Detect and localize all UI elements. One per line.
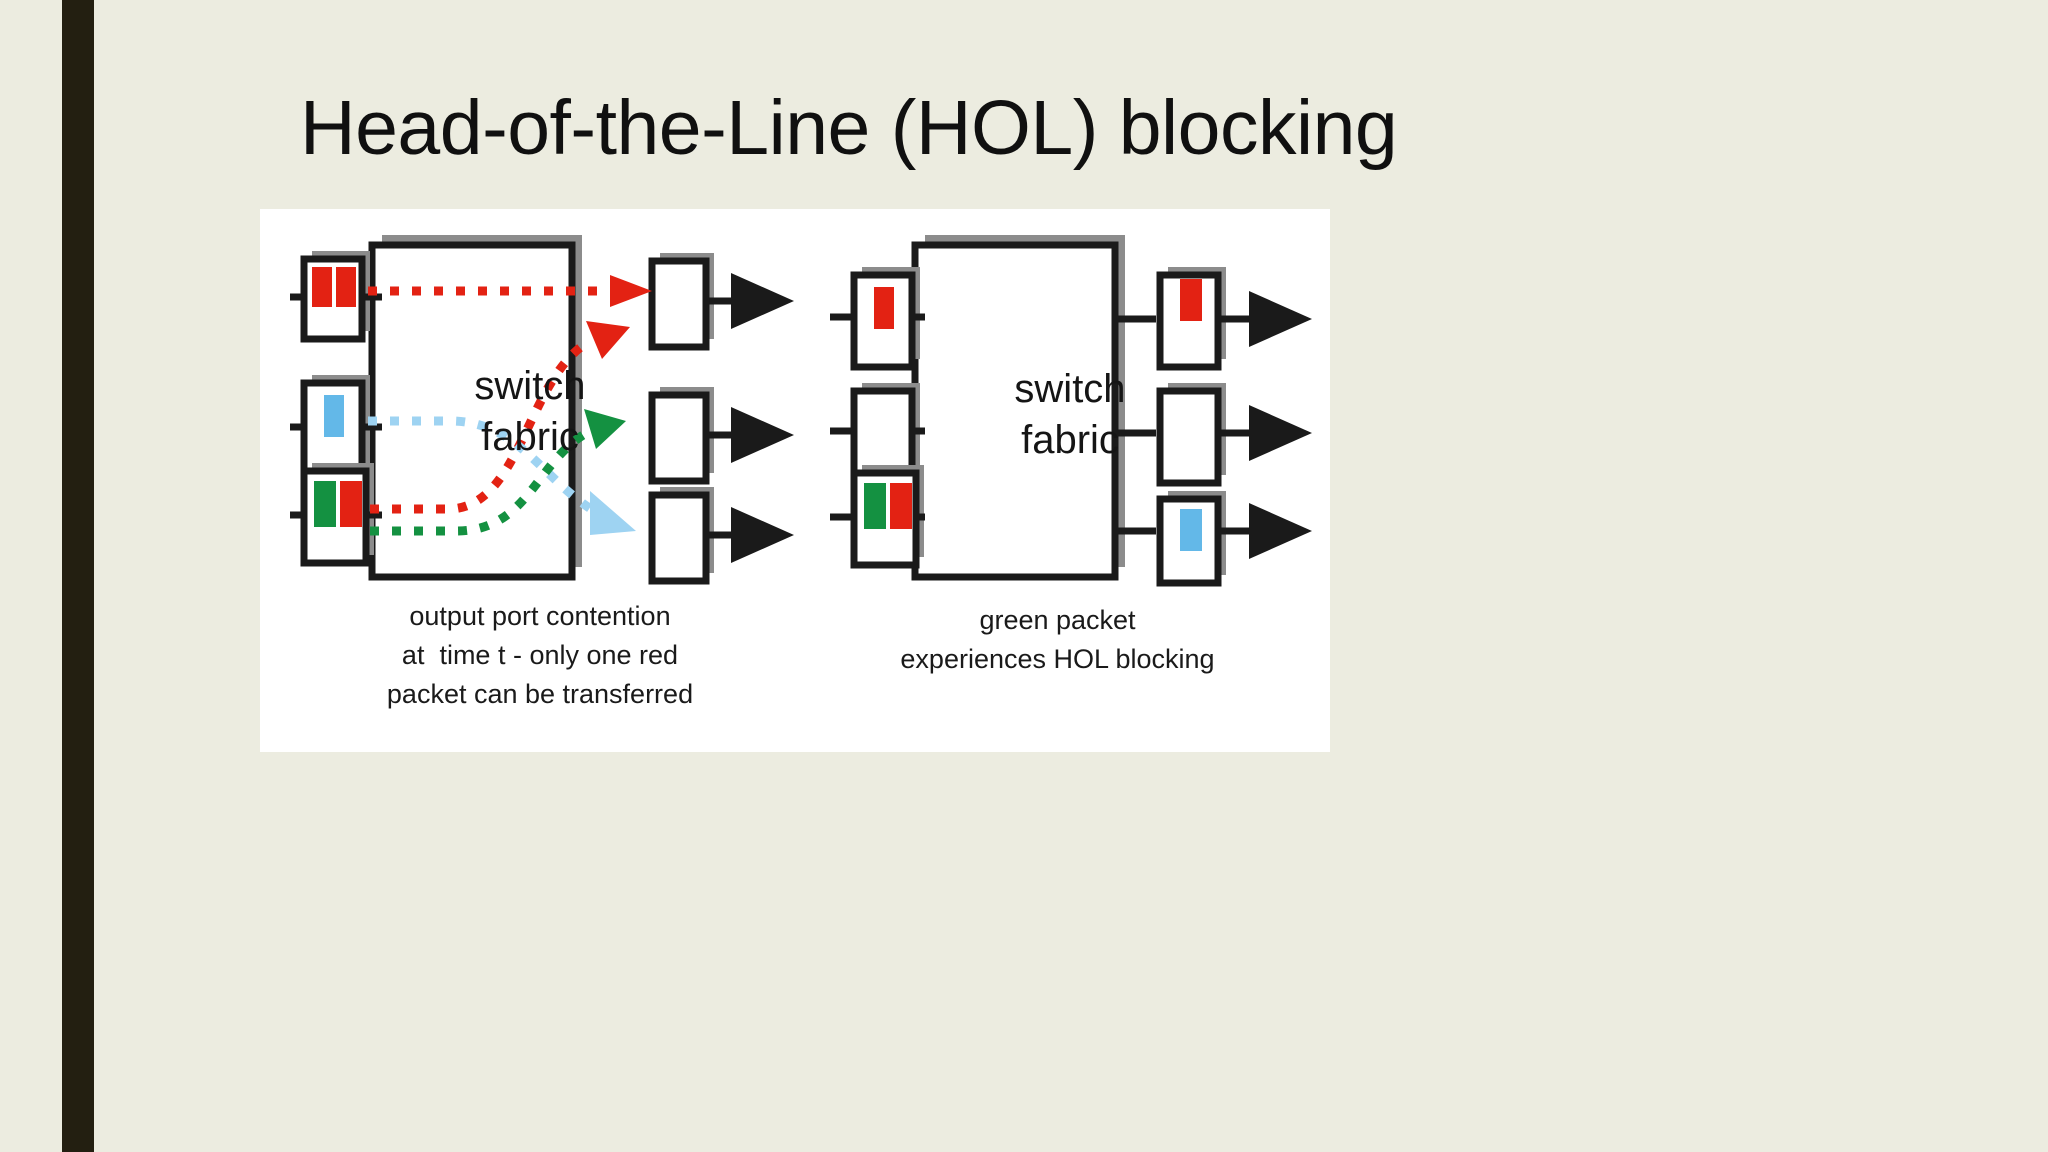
- left-diagram-caption: output port contention at time t - only …: [386, 601, 694, 710]
- right-input-queue-1: [830, 267, 925, 371]
- left-output-queue-1: [648, 253, 794, 351]
- right-output-queue-3: [1115, 491, 1312, 587]
- figure-panel: switch fabric switch fabric output port …: [260, 209, 1330, 752]
- left-output-queue-2: [648, 387, 794, 485]
- right-switch-fabric: [911, 235, 1125, 581]
- packet-red: [1180, 279, 1202, 321]
- left-flow-red-1: [368, 275, 652, 307]
- right-output-queue-2: [1115, 383, 1312, 487]
- packet-red: [336, 267, 356, 307]
- packet-blue: [1180, 509, 1202, 551]
- packet-green: [864, 483, 886, 529]
- hol-blocking-diagram: [290, 235, 1312, 587]
- right-diagram-caption: green packet experiences HOL blocking: [900, 605, 1215, 675]
- packet-red: [340, 481, 362, 527]
- packet-blue: [324, 395, 344, 437]
- left-switch-fabric-label: switch fabric: [474, 364, 586, 460]
- left-input-queue-3: [290, 463, 382, 567]
- slide-accent-bar: [62, 0, 94, 1152]
- packet-red: [890, 483, 912, 529]
- left-diagram: [290, 235, 794, 585]
- left-flow-blue: [368, 416, 636, 535]
- right-output-queue-1: [1115, 267, 1312, 371]
- left-output-queue-3: [648, 487, 794, 585]
- right-input-queue-3: [830, 465, 925, 569]
- packet-red: [312, 267, 332, 307]
- right-switch-fabric-label: switch fabric: [1014, 367, 1126, 463]
- packet-red: [874, 287, 894, 329]
- page-title: Head-of-the-Line (HOL) blocking: [300, 85, 1398, 171]
- left-flow-green: [370, 409, 626, 536]
- packet-green: [314, 481, 336, 527]
- left-input-queue-2: [290, 375, 382, 479]
- right-diagram: [830, 235, 1312, 587]
- left-input-queue-1: [290, 251, 382, 343]
